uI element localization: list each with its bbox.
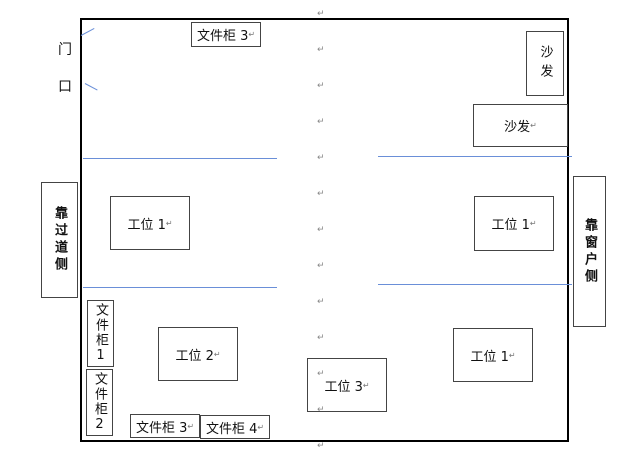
workstation-1-left: 工位 1↵ xyxy=(110,196,190,250)
file-cabinet-1: 文件柜1 xyxy=(87,300,114,367)
paragraph-mark: ↵ xyxy=(317,9,325,19)
file-cabinet-3-top: 文件柜 3↵ xyxy=(191,22,261,47)
paragraph-mark: ↵ xyxy=(317,369,325,379)
label: 靠过道侧 xyxy=(52,206,67,274)
sofa-horizontal: 沙发↵ xyxy=(473,104,568,147)
label: 文件柜 4 xyxy=(205,421,258,437)
paragraph-mark: ↵ xyxy=(317,153,325,163)
paragraph-mark: ↵ xyxy=(317,405,325,415)
paragraph-mark: ↵ xyxy=(362,380,370,390)
paragraph-mark: ↵ xyxy=(317,45,325,55)
paragraph-mark: ↵ xyxy=(317,441,325,451)
file-cabinet-3-bottom: 文件柜 3↵ xyxy=(130,414,200,438)
door-label-2: 口 xyxy=(58,79,72,95)
label: 工位 1 xyxy=(491,218,530,233)
paragraph-mark: ↵ xyxy=(317,261,325,271)
label: 工位 3 xyxy=(324,379,363,395)
workstation-1-bottom-right: 工位 1↵ xyxy=(453,328,533,382)
sofa-vertical: 沙发 xyxy=(526,31,564,96)
label: 沙发 xyxy=(537,44,553,83)
paragraph-mark: ↵ xyxy=(257,422,265,432)
workstation-1-right: 工位 1↵ xyxy=(474,196,554,251)
workstation-2: 工位 2↵ xyxy=(158,327,238,381)
paragraph-mark: ↵ xyxy=(317,81,325,91)
label: 工位 1 xyxy=(127,217,166,233)
paragraph-mark: ↵ xyxy=(508,350,516,360)
paragraph-mark: ↵ xyxy=(529,219,537,228)
paragraph-mark: ↵ xyxy=(213,349,221,359)
paragraph-mark: ↵ xyxy=(187,421,195,431)
paragraph-mark: ↵ xyxy=(317,117,325,127)
paragraph-mark: ↵ xyxy=(317,189,325,199)
file-cabinet-4: 文件柜 4↵ xyxy=(200,415,270,439)
partition-line xyxy=(378,284,572,285)
label: 靠窗户侧 xyxy=(582,217,597,286)
paragraph-mark: ↵ xyxy=(530,121,537,130)
partition-line xyxy=(83,158,277,159)
paragraph-mark: ↵ xyxy=(317,225,325,235)
label: 文件柜2 xyxy=(92,371,107,434)
workstation-3: 工位 3↵ xyxy=(307,358,387,412)
label: 文件柜1 xyxy=(93,302,108,365)
label: 文件柜 3 xyxy=(196,29,249,44)
window-side-label: 靠窗户侧 xyxy=(573,176,606,327)
aisle-side-label: 靠过道侧 xyxy=(41,182,78,298)
partition-line xyxy=(83,287,277,288)
room-outline xyxy=(80,18,569,442)
door-label-1: 门 xyxy=(58,42,72,58)
partition-line xyxy=(378,156,572,157)
paragraph-mark: ↵ xyxy=(165,218,173,228)
paragraph-mark: ↵ xyxy=(248,30,256,39)
file-cabinet-2: 文件柜2 xyxy=(86,369,113,436)
label: 沙发 xyxy=(504,120,531,135)
label: 文件柜 3 xyxy=(135,420,188,436)
label: 工位 2 xyxy=(175,348,214,364)
paragraph-mark: ↵ xyxy=(317,297,325,307)
paragraph-mark: ↵ xyxy=(317,333,325,343)
label: 工位 1 xyxy=(470,349,509,365)
